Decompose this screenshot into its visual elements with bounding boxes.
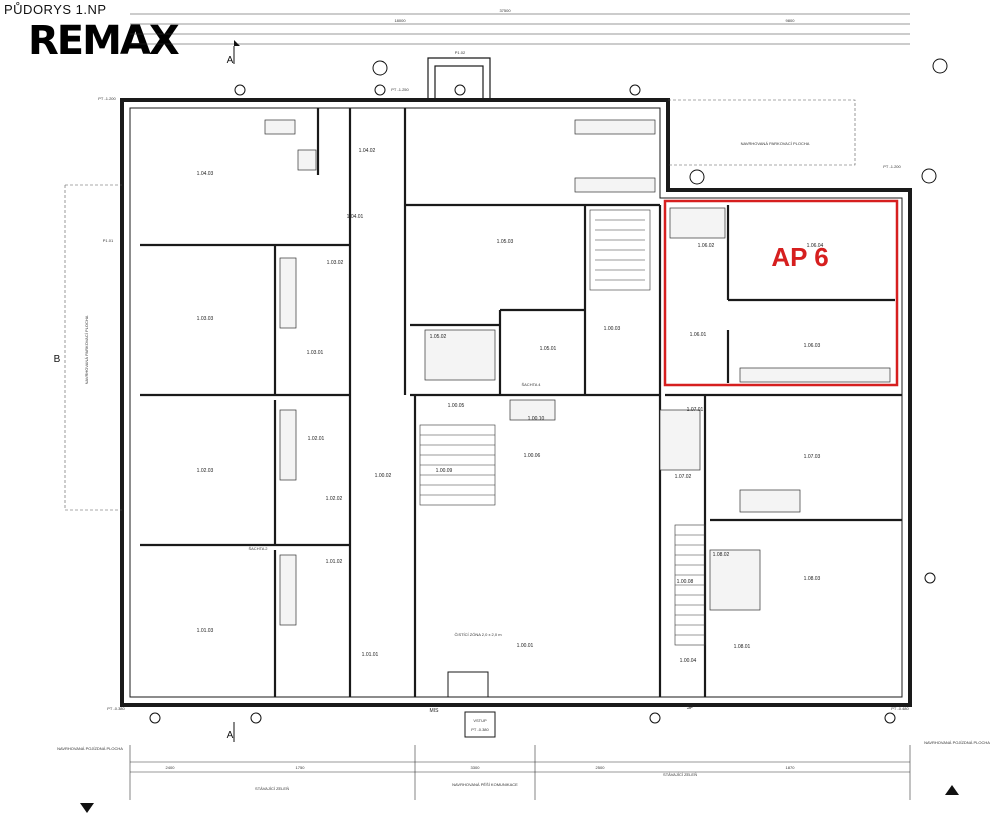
note-green-left: STÁVAJÍCÍ ZELEŇ [255,786,289,791]
room-10008: 1.00.08 [677,579,694,585]
entrance-steps [447,671,496,738]
level-4: PT -0.480 [891,706,909,711]
level-5: PT -1.200 [883,164,901,169]
room-10101: 1.01.01 [362,652,379,658]
room-10603: 1.06.03 [804,343,821,349]
marker-sp: SP [687,705,694,711]
note-entry: VSTUP [473,718,487,723]
dim-bottom-1: 2400 [166,765,176,770]
room-10402: 1.04.02 [359,148,376,154]
room-10302: 1.03.02 [327,260,344,266]
room-10703: 1.07.03 [804,454,821,460]
note-walk-left: NAVRHOVANÁ POJÍZDNÁ PLOCHA [57,746,123,751]
marker-p101: P1.01 [103,238,114,243]
room-10203: 1.02.03 [197,468,214,474]
dim-bottom-3: 3300 [471,765,481,770]
note-walk-right: NAVRHOVANÁ POJÍZDNÁ PLOCHA [924,740,990,745]
room-10802: 1.08.02 [713,552,730,558]
room-10010: 1.00.10 [528,416,545,422]
section-b: B [54,354,61,365]
room-10202: 1.02.02 [326,496,343,502]
room-10002: 1.00.02 [375,473,392,479]
staircase-central [419,424,496,506]
section-a-bottom: A [227,730,234,741]
dim-top-right: 9800 [786,18,796,23]
dim-top-total: 37500 [499,8,511,13]
bottom-dimension-lines [129,745,911,800]
room-10803: 1.08.03 [804,576,821,582]
room-10403: 1.04.03 [197,171,214,177]
room-10503: 1.05.03 [497,239,514,245]
room-10006: 1.00.06 [524,453,541,459]
room-10701: 1.07.01 [687,407,704,413]
room-10009: 1.00.09 [436,468,453,474]
room-10103: 1.01.03 [197,628,214,634]
ap6-highlight-box[interactable] [663,199,899,387]
marker-p102: P1.02 [455,50,466,55]
note-cleaning-zone: ČISTÍCÍ ZÓNA 2,0 x 2,0 m [454,632,502,637]
room-10501: 1.05.01 [540,346,557,352]
staircase-upper [589,209,651,291]
dim-bottom-4: 2500 [596,765,606,770]
section-marker-a-top [233,40,240,64]
level-6: PT -1.250 [391,87,409,92]
level-3: PT -0.380 [471,727,489,732]
note-parking-left: NAVRHOVANÁ PARKOVACÍ PLOCHA [84,315,89,384]
room-10502: 1.05.02 [430,334,447,340]
room-10005: 1.00.05 [448,403,465,409]
room-10702: 1.07.02 [675,474,692,480]
note-shaft-4: ŠACHTA 4 [521,382,541,387]
section-a-top: A [227,55,234,66]
grid-circles [149,58,948,724]
room-10004: 1.00.04 [680,658,697,664]
fixtures [264,119,891,626]
page-title: PŮDORYS 1.NP [4,2,107,17]
level-1: PT -1.200 [98,96,116,101]
room-10102: 1.01.02 [326,559,343,565]
north-arrow-left [80,803,94,813]
note-parking-top: NAVRHOVANÁ PARKOVACÍ PLOCHA [741,141,810,146]
room-10301: 1.03.01 [307,350,324,356]
room-10001: 1.00.01 [517,643,534,649]
dim-bottom-5: 1870 [786,765,796,770]
room-10303: 1.03.03 [197,316,214,322]
note-footpath: NAVRHOVANÁ PĚŠÍ KOMUNIKACE [452,782,518,787]
remax-logo: REMAX [28,18,180,64]
room-10801: 1.08.01 [734,644,751,650]
marker-mis: MIS [430,708,440,714]
room-10602: 1.06.02 [698,243,715,249]
room-10604: 1.06.04 [807,243,824,249]
room-10601: 1.06.01 [690,332,707,338]
dim-top-mid: 18000 [394,18,406,23]
apartment-label: AP 6 [771,242,828,272]
parking-outline [64,99,856,511]
note-green-right: STÁVAJÍCÍ ZELEŇ [663,772,697,777]
room-10201: 1.02.01 [308,436,325,442]
top-dimension-lines [130,13,910,45]
room-10003: 1.00.03 [604,326,621,332]
north-arrow-right [945,785,959,795]
staircase-right [674,524,706,646]
room-10401: 1.04.01 [347,214,364,220]
dim-bottom-2: 1750 [296,765,306,770]
note-shaft-2: ŠACHTA 2 [248,546,268,551]
canopy-top [427,57,491,101]
level-2: PT -0.380 [107,706,125,711]
